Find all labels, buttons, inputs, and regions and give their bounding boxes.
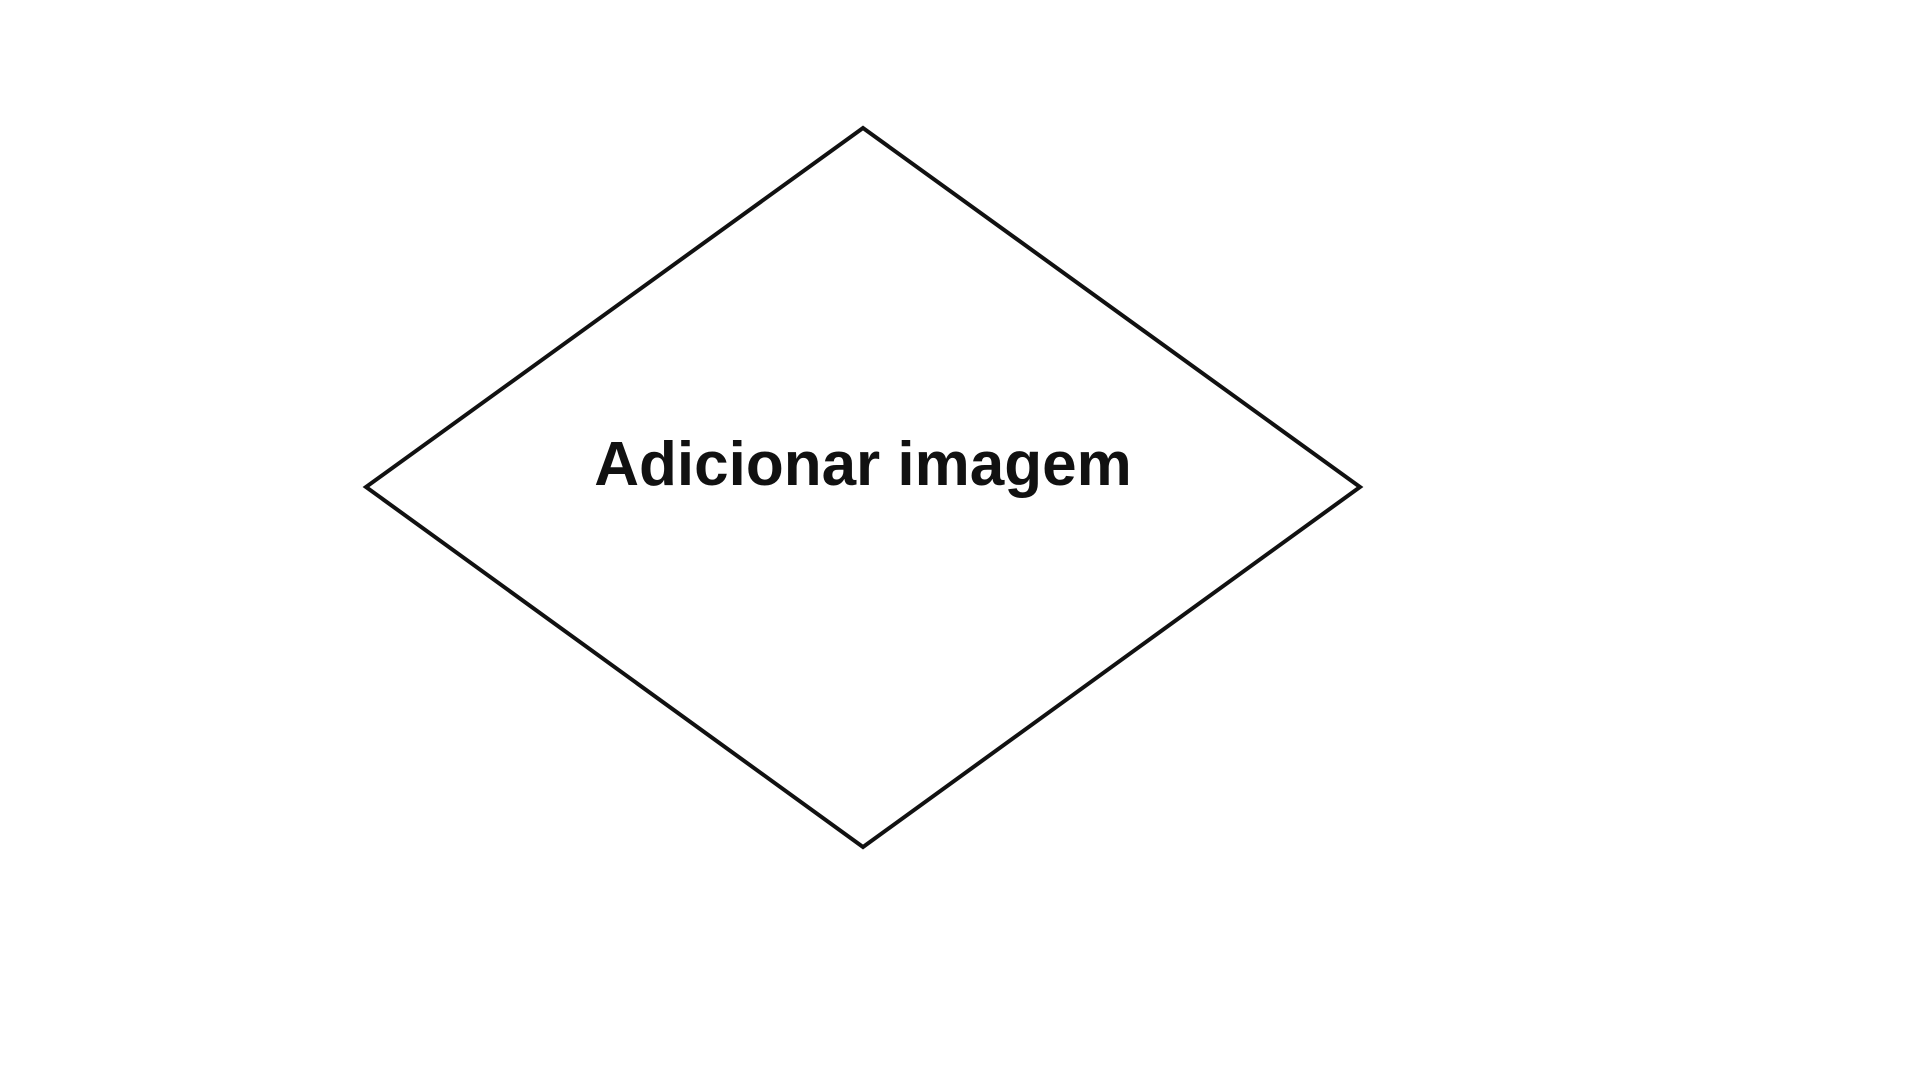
decision-diamond[interactable] bbox=[362, 125, 1364, 850]
diamond-label: Adicionar imagem bbox=[594, 430, 1131, 499]
